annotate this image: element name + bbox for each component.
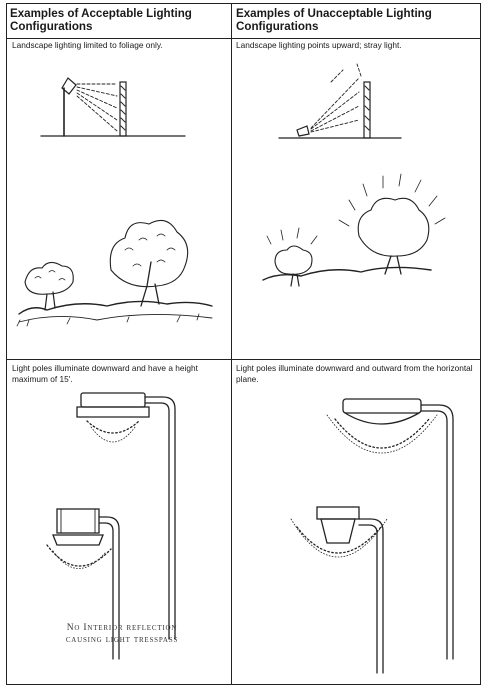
lighting-comparison-table: Examples of Acceptable Lighting Configur… <box>6 3 481 685</box>
unacceptable-header: Examples of Unacceptable Lighting Config… <box>236 7 432 33</box>
annotation-line-2: causing light tresspass <box>65 635 179 645</box>
caption-pole-acceptable: Light poles illuminate downward and have… <box>12 363 198 384</box>
row-divider <box>7 359 480 361</box>
caption-pole-unacceptable: Light poles illuminate downward and outw… <box>236 363 473 384</box>
landscape-lighting-acceptable-illustration <box>16 77 213 327</box>
caption-landscape-unacceptable: Landscape lighting points upward; stray … <box>236 40 402 50</box>
pole-lighting-acceptable-illustration <box>46 392 176 660</box>
header-divider <box>7 38 480 40</box>
caption-landscape-acceptable: Landscape lighting limited to foliage on… <box>12 40 163 50</box>
annotation-line-1: No Interior reflection <box>66 623 178 633</box>
column-divider <box>231 4 233 684</box>
pole-lighting-unacceptable-illustration <box>290 398 454 674</box>
acceptable-header: Examples of Acceptable Lighting Configur… <box>10 7 192 33</box>
annotation-no-reflection: No Interior reflection causing light tre… <box>37 622 207 646</box>
landscape-lighting-unacceptable-illustration <box>262 63 446 287</box>
